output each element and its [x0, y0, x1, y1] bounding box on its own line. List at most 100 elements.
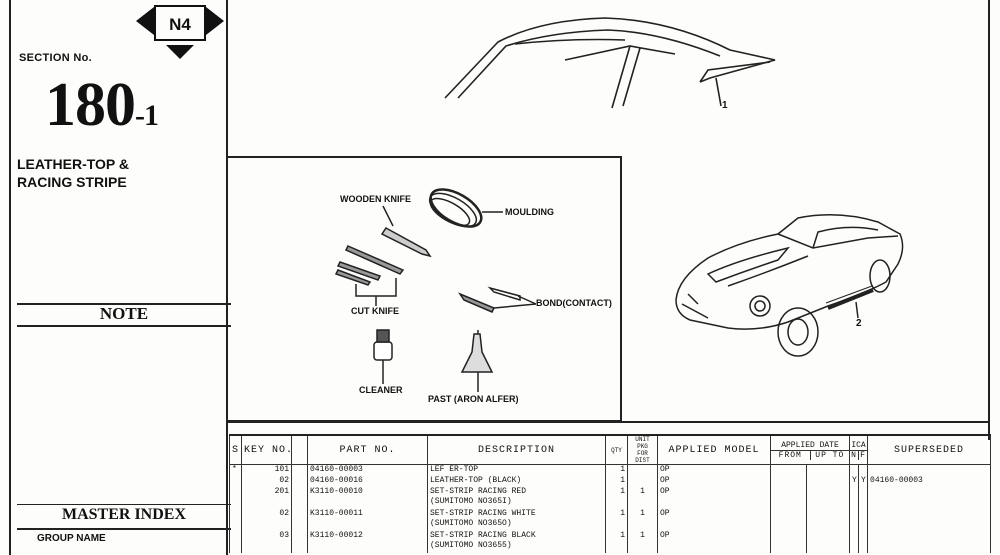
cell-s — [229, 486, 242, 509]
group-title-line2: RACING STRIPE — [17, 174, 127, 190]
group-name-label: GROUP NAME — [37, 533, 106, 544]
cell-from — [770, 464, 807, 476]
cell-part: 04160-00003 — [307, 464, 428, 476]
cell-qty: 1 — [605, 530, 628, 553]
group-title: LEATHER-TOP & RACING STRIPE — [17, 155, 129, 191]
cell-unit: 1 — [627, 486, 658, 509]
cell-model: OP — [657, 530, 771, 553]
note-title: NOTE — [99, 304, 149, 323]
cell-key: 02 — [241, 508, 292, 531]
section-number-main: 180 — [45, 71, 136, 139]
cell-superseded — [867, 508, 992, 531]
cell-up-to — [805, 508, 850, 531]
cell-n: Y — [849, 475, 859, 487]
master-index-title: MASTER INDEX — [61, 506, 186, 523]
col-up-to: UP TO — [809, 450, 850, 460]
col-n: N — [851, 450, 857, 460]
cell-f — [858, 508, 868, 531]
cell-blank — [291, 508, 308, 531]
cell-from — [770, 486, 807, 509]
cell-desc: LEF ER-TOP — [427, 464, 606, 476]
cell-superseded: 04160-00003 — [867, 475, 992, 487]
tools-illustration — [334, 188, 537, 392]
cell-s — [229, 475, 242, 487]
col-unit-pkg: UNIT PKG FOR DIST — [627, 434, 658, 465]
table-header-row: S KEY NO. PART NO. DESCRIPTION QTY UNIT … — [229, 434, 992, 465]
cell-model: OP — [657, 486, 771, 509]
diagram-bottom-rule — [228, 421, 990, 423]
table-row: * 101 04160-00003 LEF ER-TOP 1 OP — [229, 464, 992, 476]
cell-part: K3110-00010 — [307, 486, 428, 509]
col-applied-model: APPLIED MODEL — [657, 434, 771, 465]
car-illustration — [675, 214, 904, 357]
cell-f: Y — [858, 475, 868, 487]
cell-f — [858, 530, 868, 553]
cell-up-to — [805, 475, 850, 487]
cell-unit: 1 — [627, 530, 658, 553]
cell-desc-line2: (SUMITOMO NO3655) — [430, 540, 512, 550]
label-moulding: MOULDING — [505, 207, 554, 217]
label-cut-knife: CUT KNIFE — [351, 306, 399, 316]
cell-desc: LEATHER-TOP (BLACK) — [427, 475, 606, 487]
col-from: FROM — [778, 450, 802, 460]
cell-n — [849, 508, 859, 531]
col-qty: QTY — [605, 434, 628, 465]
label-cleaner: CLEANER — [359, 385, 403, 395]
label-paste: PAST (ARON ALFER) — [428, 394, 519, 404]
cell-qty: 1 — [605, 475, 628, 487]
cell-superseded — [867, 530, 992, 553]
section-label: SECTION No. — [19, 52, 92, 64]
col-blank — [291, 434, 308, 465]
tools-inset-box: WOODEN KNIFE MOULDING CUT KNIFE BOND(CON… — [228, 156, 622, 422]
ref-number-1: 1 — [722, 100, 728, 111]
col-superseded: SUPERSEDED — [867, 434, 992, 465]
cell-desc: SET-STRIP RACING WHITE(SUMITOMO NO365O) — [427, 508, 606, 531]
cell-up-to — [805, 530, 850, 553]
cell-from — [770, 508, 807, 531]
cell-key: 101 — [241, 464, 292, 476]
col-s: S — [229, 434, 242, 465]
cell-part: 04160-00016 — [307, 475, 428, 487]
note-rule-top — [17, 303, 231, 305]
table-row: 02 04160-00016 LEATHER-TOP (BLACK) 1 OP … — [229, 475, 992, 487]
master-index-rule — [17, 504, 231, 505]
section-index-panel: N4 SECTION No. 180-1 LEATHER-TOP & RACIN… — [11, 0, 231, 555]
cell-superseded — [867, 486, 992, 509]
parts-table: S KEY NO. PART NO. DESCRIPTION QTY UNIT … — [229, 434, 992, 553]
label-wooden-knife: WOODEN KNIFE — [340, 194, 411, 204]
cell-s — [229, 530, 242, 553]
label-bond: BOND(CONTACT) — [536, 298, 612, 308]
cell-unit: 1 — [627, 508, 658, 531]
cell-desc: SET-STRIP RACING BLACK(SUMITOMO NO3655) — [427, 530, 606, 553]
cell-desc-line2: (SUMITOMO NO365I) — [430, 496, 512, 506]
cell-part: K3110-00012 — [307, 530, 428, 553]
cell-desc-line1: SET-STRIP RACING WHITE — [430, 508, 536, 518]
ref-number-2: 2 — [856, 318, 862, 329]
left-margin-rule — [9, 0, 11, 555]
cell-unit — [627, 464, 658, 476]
cell-model: OP — [657, 464, 771, 476]
cell-desc-line1: SET-STRIP RACING BLACK — [430, 530, 536, 540]
right-margin-rule — [988, 0, 990, 440]
cell-desc: SET-STRIP RACING RED(SUMITOMO NO365I) — [427, 486, 606, 509]
section-number: 180-1 — [45, 71, 159, 147]
cell-desc-line1: SET-STRIP RACING RED — [430, 486, 527, 496]
cell-desc-line2: (SUMITOMO NO365O) — [430, 518, 512, 528]
applied-date-label: APPLIED DATE — [781, 440, 839, 450]
cell-key: 02 — [241, 475, 292, 487]
cell-s — [229, 508, 242, 531]
cell-model: OP — [657, 475, 771, 487]
note-rule-bottom — [17, 325, 231, 327]
cell-up-to — [805, 464, 850, 476]
col-f: F — [858, 450, 867, 460]
cell-n — [849, 530, 859, 553]
table-row: 03 K3110-00012 SET-STRIP RACING BLACK(SU… — [229, 530, 992, 553]
cell-s: * — [229, 464, 242, 476]
cell-key: 201 — [241, 486, 292, 509]
cell-up-to — [805, 486, 850, 509]
col-applied-date: APPLIED DATE FROM UP TO — [769, 434, 850, 465]
leather-top-illustration — [444, 17, 776, 109]
cell-qty: 1 — [605, 486, 628, 509]
group-title-line1: LEATHER-TOP & — [17, 156, 130, 172]
